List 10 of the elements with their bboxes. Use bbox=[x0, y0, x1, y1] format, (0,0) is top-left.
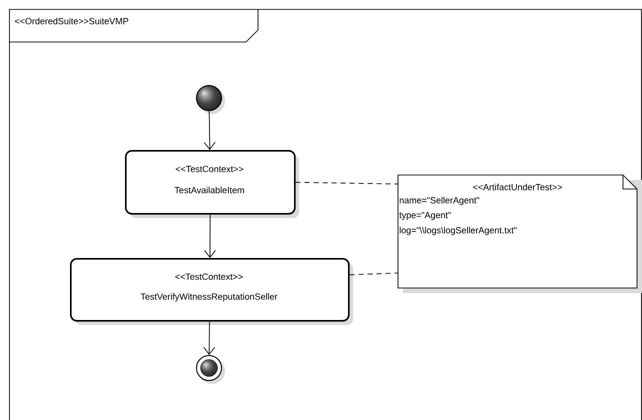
arrow bbox=[204, 214, 216, 258]
final-node bbox=[196, 355, 225, 384]
activity-box: <<TestContext>> TestAvailableItem bbox=[125, 150, 299, 218]
dashed-line bbox=[295, 182, 398, 184]
arrow bbox=[203, 321, 216, 355]
initial-node bbox=[196, 85, 225, 114]
note-box: <<ArtifactUnderTest>> name="SellerAgent" type="Agent" log="\\logs\logSellerAgent.txt" bbox=[398, 174, 642, 293]
dashed-line bbox=[349, 272, 398, 276]
activity-box: <<TestContext>> TestVerifyWitnessReputationSeller bbox=[70, 258, 353, 325]
arrow bbox=[204, 110, 216, 150]
